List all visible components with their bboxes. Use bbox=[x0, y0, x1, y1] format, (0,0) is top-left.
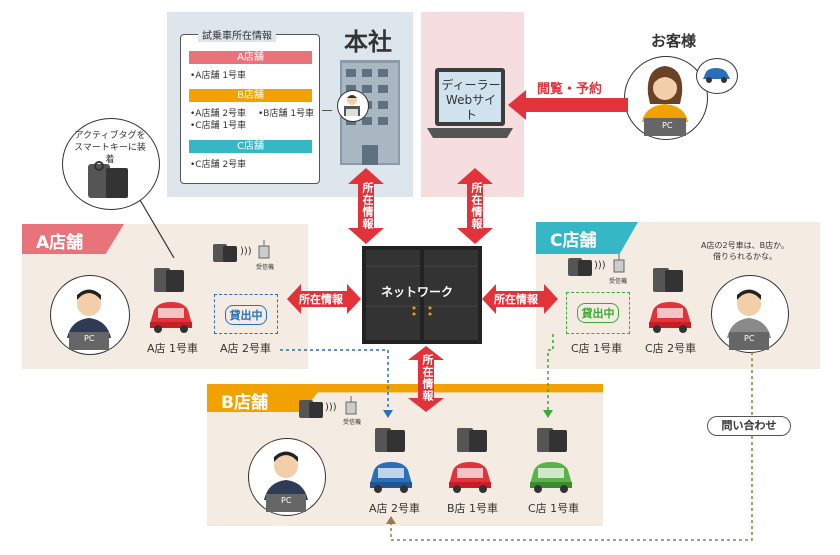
customer-pc-label: PC bbox=[662, 121, 673, 130]
shop-b-tag-2-icon bbox=[457, 428, 487, 452]
info-shop-b-item-2: •B店舗 1号車 bbox=[258, 109, 315, 119]
info-shop-a-bar: A店舗 bbox=[189, 51, 312, 64]
website-line-2: Webサイト bbox=[445, 93, 497, 122]
smart-key-tag-icon bbox=[88, 161, 128, 198]
b-network-arrow bbox=[408, 346, 444, 412]
location-info-title: 試乗車所在情報 bbox=[198, 27, 276, 42]
shop-b-receiver-icon bbox=[345, 396, 357, 415]
web-network-arrow-label: 所在情報 bbox=[470, 182, 483, 230]
customer-icon bbox=[642, 66, 688, 136]
shop-a-staff-icon bbox=[67, 289, 111, 350]
network-server-icon bbox=[362, 246, 482, 344]
shop-b-car-2-icon bbox=[449, 462, 491, 493]
shop-c-receiver-label: 受信機 bbox=[609, 278, 628, 285]
info-shop-b-item-1: •A店舗 2号車 bbox=[190, 109, 247, 119]
shop-c-car-1-label: C店 1号車 bbox=[571, 342, 623, 355]
shop-b-tag-small-icon bbox=[299, 400, 323, 418]
shop-b-staff-icon bbox=[264, 451, 308, 512]
tag-bubble-text: アクティブタグを スマートキーに装着 bbox=[73, 130, 147, 166]
shop-b-car-3-icon bbox=[530, 462, 572, 493]
b-network-arrow-label: 所在情報 bbox=[421, 354, 434, 402]
shop-c-tag-icon bbox=[653, 268, 683, 292]
website-line-1: ディーラー bbox=[441, 78, 501, 92]
hq-title: 本社 bbox=[344, 28, 392, 56]
c-network-arrow bbox=[482, 284, 558, 314]
shop-b-title-text: B店舗 bbox=[221, 393, 268, 413]
shop-c-pc-label: PC bbox=[744, 334, 755, 343]
browse-label: 閲覧・予約 bbox=[537, 82, 603, 97]
shop-a-receiver-icon bbox=[258, 240, 270, 259]
tag-bubble-line-1: アクティブタグを bbox=[74, 131, 146, 141]
tag-bubble-pointer bbox=[140, 200, 175, 259]
shop-b-car-2-label: B店 1号車 bbox=[447, 502, 499, 515]
shop-c-car-2-icon bbox=[649, 302, 691, 333]
shop-a-car-1-label: A店 1号車 bbox=[147, 342, 199, 355]
a-network-arrow bbox=[287, 284, 361, 314]
shop-c-title: C店舗 bbox=[536, 222, 638, 254]
shop-a-rental-badge: 貸出中 bbox=[225, 305, 267, 325]
shop-b-car-1-label: A店 2号車 bbox=[369, 502, 421, 515]
info-connector bbox=[322, 110, 332, 111]
web-network-arrow bbox=[457, 168, 493, 244]
shop-b-signal-icon: ))) bbox=[325, 402, 337, 413]
shop-a-car-1-icon bbox=[150, 302, 192, 333]
shop-c-thought-line-1: A店の2号車は、B店か。 bbox=[701, 241, 789, 250]
shop-a-tag-icon bbox=[154, 268, 184, 292]
shop-a-pc-label: PC bbox=[84, 334, 95, 343]
shop-c-rental-box bbox=[566, 292, 630, 334]
website-label: ディーラー Webサイト bbox=[441, 78, 501, 123]
network-label: ネットワーク bbox=[381, 285, 454, 299]
shop-c-receiver-icon bbox=[613, 254, 625, 273]
shop-b-tag-1-icon bbox=[375, 428, 405, 452]
shop-c-thought: A店の2号車は、B店か。 借りられるかな。 bbox=[690, 240, 800, 262]
a-network-arrow-label: 所在情報 bbox=[299, 293, 343, 306]
shop-a-title: A店舗 bbox=[22, 224, 124, 254]
shop-c-rental-badge: 貸出中 bbox=[577, 303, 619, 323]
shop-c-thought-line-2: 借りられるかな。 bbox=[713, 252, 777, 261]
shop-b-receiver-label: 受信機 bbox=[343, 419, 362, 426]
customer-label: お客様 bbox=[651, 32, 697, 50]
shop-c-car-2-label: C店 2号車 bbox=[645, 342, 697, 355]
shop-a-car-2-label: A店 2号車 bbox=[220, 342, 272, 355]
hq-network-arrow bbox=[348, 168, 384, 244]
info-shop-c-bar: C店舗 bbox=[189, 140, 312, 153]
shop-c-staff-icon bbox=[727, 289, 771, 350]
shop-a-rental-box bbox=[214, 294, 278, 334]
shop-a-tag-small-icon bbox=[213, 244, 237, 262]
hq-network-arrow-label: 所在情報 bbox=[361, 182, 374, 230]
shop-b-car-1-icon bbox=[370, 462, 412, 493]
shop-c-signal-icon: ))) bbox=[594, 260, 606, 271]
tag-bubble-line-2: スマートキーに装着 bbox=[74, 143, 146, 165]
c-network-arrow-label: 所在情報 bbox=[494, 293, 538, 306]
shop-b-car-3-label: C店 1号車 bbox=[528, 502, 580, 515]
shop-b-tag-3-icon bbox=[537, 428, 567, 452]
shop-c-tag-small-icon bbox=[568, 258, 592, 276]
hq-staff-icon bbox=[344, 95, 360, 116]
laptop-icon bbox=[427, 68, 513, 138]
shop-a-receiver-label: 受信機 bbox=[256, 264, 275, 271]
info-shop-b-item-3: •C店舗 1号車 bbox=[190, 121, 247, 131]
info-shop-c-item-1: •C店舗 2号車 bbox=[190, 160, 247, 170]
inquiry-label: 問い合わせ bbox=[707, 416, 791, 436]
info-shop-a-item-1: •A店舗 1号車 bbox=[190, 71, 247, 81]
blue-car-icon bbox=[703, 68, 730, 83]
shop-a-signal-icon: ))) bbox=[240, 246, 252, 257]
info-shop-b-bar: B店舗 bbox=[189, 89, 312, 102]
shop-b-pc-label: PC bbox=[281, 496, 292, 505]
browse-arrow bbox=[508, 90, 628, 120]
